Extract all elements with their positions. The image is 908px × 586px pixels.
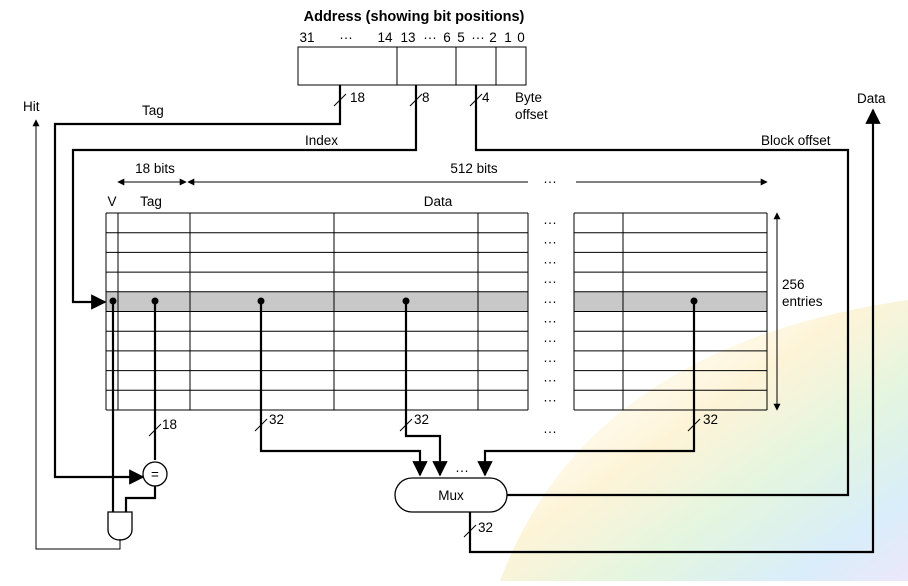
bit-label: ··· [339,30,353,45]
index-label: Index [305,133,338,148]
bit-label: 13 [400,30,415,45]
tag-label: Tag [142,103,164,118]
data-bits-ellipsis: ··· [543,174,557,189]
tag-width-label: 18 [350,90,365,105]
hit-wire [32,119,121,550]
mux-label: Mux [438,488,464,503]
row-ellipsis: ··· [543,353,557,368]
bus-tick [254,418,268,432]
bus-tick [333,93,347,107]
data-output-label: Data [857,91,886,106]
row-ellipsis: ··· [543,254,557,269]
bit-label: 6 [443,30,451,45]
tag-wire [53,85,342,485]
bus-tick [469,93,483,107]
block-width-label: 4 [482,90,490,105]
byte-offset-label: Byte [515,90,542,105]
index-width-label: 8 [422,90,430,105]
col-tag-header: Tag [140,194,162,209]
block-offset-wire [474,85,850,497]
word1-width: 32 [414,412,429,427]
data-bits-label: 512 bits [450,161,498,176]
word1-wire [404,301,448,477]
row-ellipsis: ··· [543,294,557,309]
row-ellipsis: ··· [543,373,557,388]
row-ellipsis: ··· [543,235,557,250]
index-wire [71,85,418,310]
mux-output-width: 32 [478,520,493,535]
bit-label: 5 [457,30,465,45]
row-ellipsis: ··· [543,215,557,230]
block-offset-label: Block offset [761,133,831,148]
bus-tick [687,418,701,432]
byte-offset-label-2: offset [515,107,548,122]
mux [394,477,508,513]
row-ellipsis: ··· [543,314,557,329]
compare-out-wire [124,486,157,512]
cache-table: ··· ··· ··· ··· ··· ··· ··· ··· ··· ··· [105,212,768,411]
bus-tick [463,524,477,538]
bit-label: 31 [299,30,314,45]
col-data-header: Data [424,194,453,209]
selected-row [574,291,767,312]
row-ellipsis: ··· [543,392,557,407]
mux-output-wire [468,108,881,554]
entries-label: entries [782,294,823,309]
word-ellipsis: ··· [543,424,557,439]
bit-label: 2 [489,30,497,45]
word-last-wire [477,301,696,477]
diagram-title: Address (showing bit positions) [304,9,525,25]
word-last-width: 32 [703,412,718,427]
comparator-symbol: = [151,467,159,482]
row-ellipsis: ··· [543,333,557,348]
bit-label: 0 [517,30,525,45]
row-ellipsis: ··· [543,274,557,289]
entries-count-label: 256 [782,277,805,292]
selected-row [106,291,528,312]
col-v-header: V [107,194,116,209]
hit-label: Hit [23,99,40,114]
bit-position-labels: 31 ··· 14 13 ··· 6 5 ··· 2 1 0 [299,30,524,45]
bus-tick [148,423,162,437]
bit-label: 1 [504,30,512,45]
bit-label: ··· [471,30,485,45]
tag-bits-label: 18 bits [135,161,175,176]
mux-input-ellipsis: ··· [455,463,469,478]
bus-tick [399,418,413,432]
bus-tick [409,93,423,107]
address-register [297,46,527,86]
word0-width: 32 [269,412,284,427]
background-decoration [500,300,908,581]
and-gate [107,511,133,541]
bit-label: ··· [423,30,437,45]
word0-wire [259,301,428,477]
tag-compare-width: 18 [162,417,177,432]
bit-label: 14 [377,30,393,45]
